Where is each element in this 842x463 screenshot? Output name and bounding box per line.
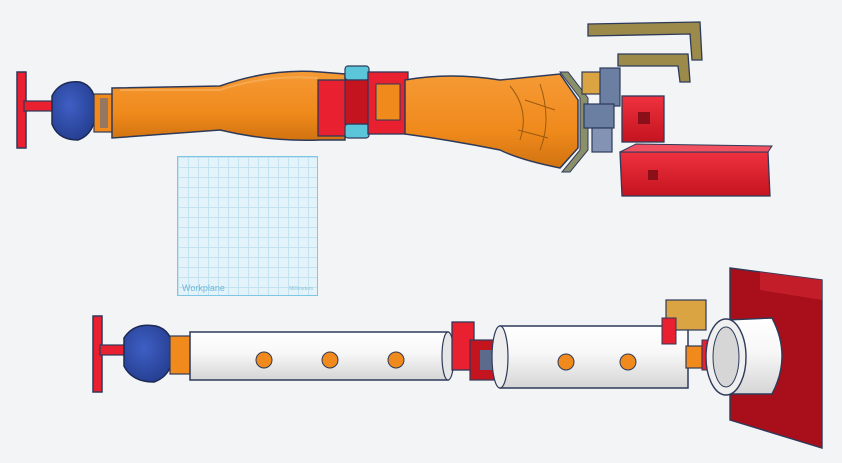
upper-clamp-parts[interactable]: [581, 67, 621, 153]
white-ring[interactable]: [705, 317, 783, 396]
upper-knee-joint[interactable]: [317, 65, 409, 139]
lower-end-plate[interactable]: [92, 315, 129, 393]
lower-small-joint[interactable]: [169, 335, 193, 375]
upper-orange-body[interactable]: [111, 70, 346, 142]
upper-socket[interactable]: [404, 71, 589, 173]
workplane-unit: Millimeters: [289, 286, 313, 292]
upper-end-plate[interactable]: [16, 71, 55, 149]
workplane-label: Workplane: [182, 283, 225, 293]
brass-bracket-1[interactable]: [587, 21, 703, 61]
red-block[interactable]: [621, 95, 665, 143]
lower-blue-head[interactable]: [123, 324, 175, 383]
red-long-bar[interactable]: [619, 143, 773, 197]
upper-assembly[interactable]: [16, 21, 773, 197]
upper-small-joint[interactable]: [93, 93, 115, 133]
workplane[interactable]: Workplane Millimeters: [177, 156, 318, 296]
tube-2[interactable]: [491, 325, 689, 389]
upper-blue-head[interactable]: [51, 81, 97, 141]
brass-bracket-2[interactable]: [617, 53, 691, 83]
tube-1[interactable]: [189, 331, 455, 381]
lower-assembly[interactable]: [92, 267, 823, 449]
